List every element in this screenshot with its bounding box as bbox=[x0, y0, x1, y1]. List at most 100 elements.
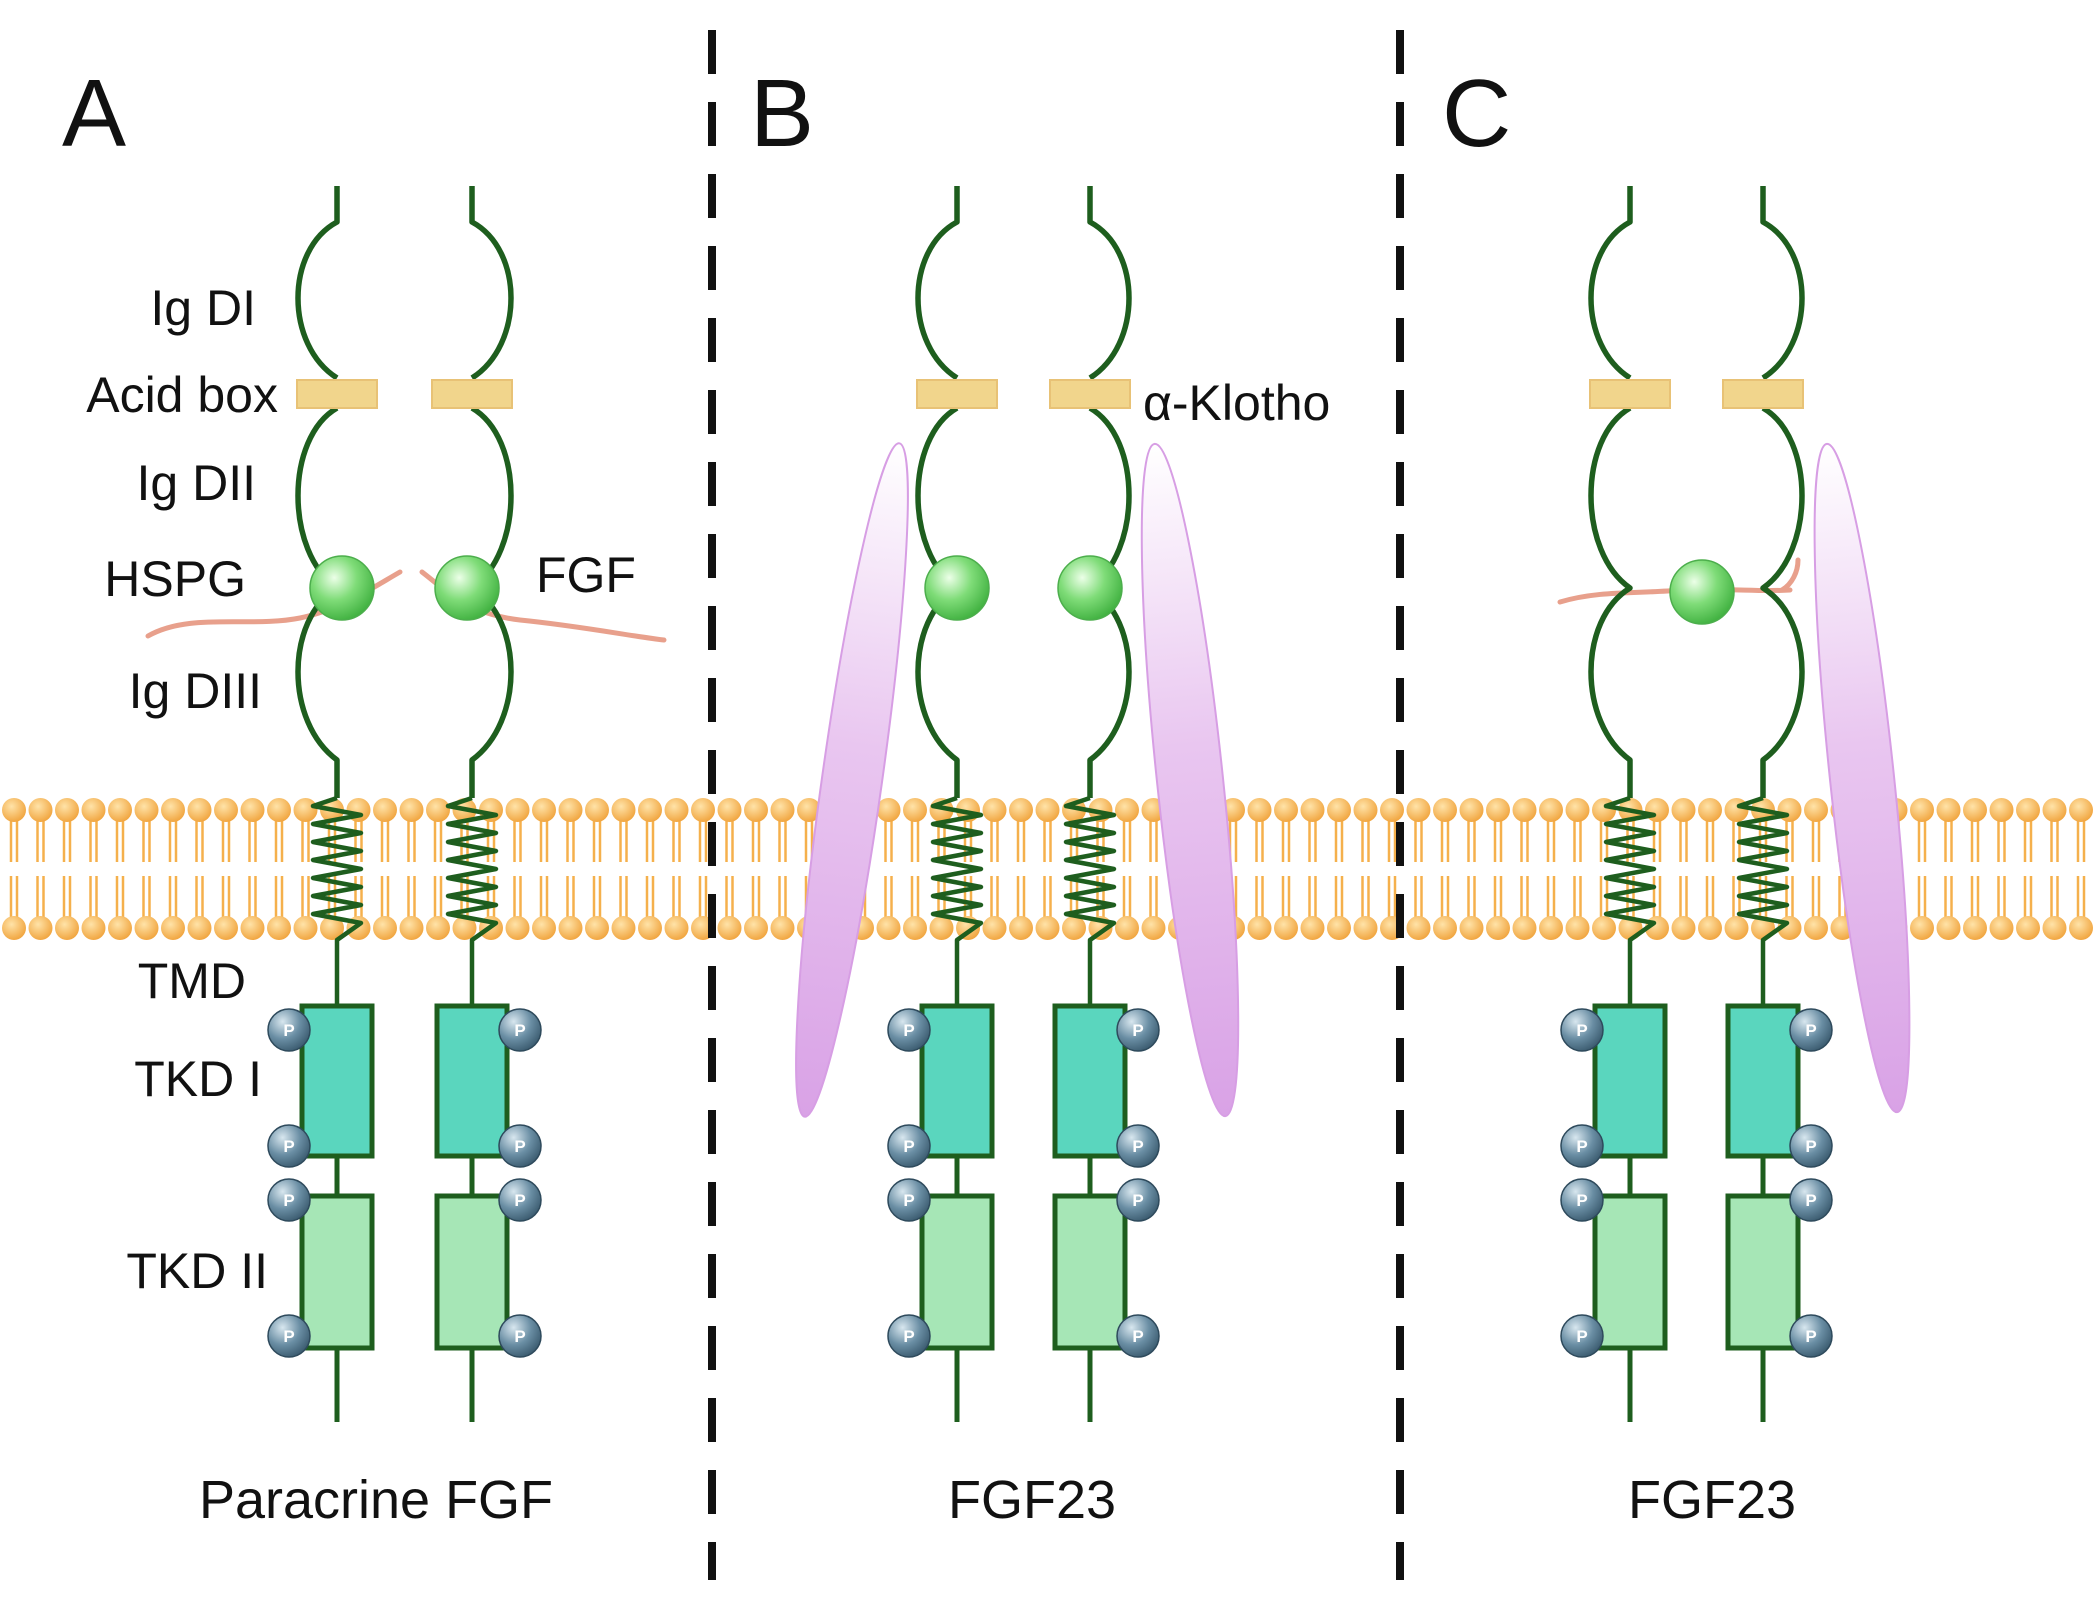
phospho-group: P bbox=[267, 1124, 311, 1168]
phosphate-ball bbox=[267, 1124, 311, 1168]
phospho-group: P bbox=[887, 1314, 931, 1358]
lipid-head bbox=[717, 916, 742, 940]
transmembrane-helix bbox=[310, 795, 364, 1006]
phosphate-ball bbox=[887, 1124, 931, 1168]
phosphate-letter: P bbox=[903, 1327, 914, 1346]
phosphate-ball bbox=[267, 1178, 311, 1222]
lipid-head bbox=[876, 916, 901, 940]
lipid-head bbox=[1247, 798, 1272, 822]
phosphate-letter: P bbox=[1805, 1327, 1816, 1346]
phospho-group: P bbox=[1789, 1124, 1833, 1168]
phosphate-letter: P bbox=[1132, 1137, 1143, 1156]
lipid-head bbox=[1724, 798, 1749, 822]
lipid-head bbox=[903, 798, 927, 822]
lipid-head bbox=[1353, 798, 1378, 822]
lipid-head bbox=[1009, 916, 1033, 940]
lipid-head bbox=[532, 916, 556, 940]
phospho-group: P bbox=[1560, 1008, 1604, 1052]
lipid-head bbox=[1274, 916, 1298, 940]
lipid-head bbox=[1486, 798, 1510, 822]
phosphate-letter: P bbox=[1576, 1021, 1587, 1040]
lipid-head bbox=[1433, 798, 1457, 822]
lipid-head bbox=[134, 798, 159, 822]
phosphate-ball bbox=[887, 1314, 931, 1358]
lipid-head bbox=[108, 798, 132, 822]
lipid-head bbox=[1009, 798, 1033, 822]
phosphate-letter: P bbox=[283, 1021, 294, 1040]
tkd2-box bbox=[919, 1193, 995, 1351]
lipid-head bbox=[55, 916, 79, 940]
acid-box bbox=[1589, 379, 1671, 409]
lipid-head bbox=[28, 798, 53, 822]
lipid-head bbox=[1406, 916, 1431, 940]
lipid-head bbox=[1910, 916, 1934, 940]
lipid-head bbox=[1300, 916, 1325, 940]
lipid-head bbox=[108, 916, 132, 940]
label-tkd1: TKD I bbox=[134, 1051, 262, 1107]
phospho-group: P bbox=[498, 1008, 542, 1052]
label-alpha-klotho: α-Klotho bbox=[1143, 375, 1330, 431]
receptor-ig-loops bbox=[469, 186, 514, 798]
lipid-head bbox=[532, 798, 556, 822]
fgf-ligand bbox=[1057, 555, 1123, 621]
lipid-head bbox=[161, 916, 185, 940]
lipid-head bbox=[161, 798, 185, 822]
transmembrane-helix bbox=[445, 795, 499, 1006]
phosphate-letter: P bbox=[1132, 1021, 1143, 1040]
receptor-ig-loops bbox=[295, 186, 340, 798]
acid-box bbox=[296, 379, 378, 409]
lipid-head bbox=[81, 916, 106, 940]
phosphate-ball bbox=[887, 1178, 931, 1222]
tkd1-box bbox=[1725, 1003, 1801, 1159]
lipid-head bbox=[2016, 798, 2040, 822]
phospho-group: P bbox=[267, 1008, 311, 1052]
lipid-head bbox=[240, 916, 265, 940]
lipid-head bbox=[1698, 916, 1722, 940]
lipid-head bbox=[585, 916, 609, 940]
lipid-head bbox=[1141, 916, 1166, 940]
phosphate-ball bbox=[1789, 1178, 1833, 1222]
receptor-ig-loops bbox=[1087, 186, 1132, 798]
lipid-head bbox=[1035, 916, 1060, 940]
label-acid-box: Acid box bbox=[86, 367, 278, 423]
tkd1-box bbox=[434, 1003, 510, 1159]
lipid-head bbox=[214, 916, 238, 940]
lipid-head bbox=[1035, 798, 1060, 822]
lipid-head bbox=[717, 798, 742, 822]
lipid-head bbox=[1936, 798, 1961, 822]
alpha-klotho-protein bbox=[1813, 442, 1911, 1114]
lipid-head bbox=[187, 916, 212, 940]
fgf-ligand-c bbox=[1669, 559, 1735, 625]
lipid-head bbox=[797, 798, 821, 822]
phosphate-ball bbox=[498, 1008, 542, 1052]
tkd1-box bbox=[1052, 1003, 1128, 1159]
phosphate-letter: P bbox=[283, 1137, 294, 1156]
phosphate-ball bbox=[1789, 1124, 1833, 1168]
phosphate-ball bbox=[267, 1314, 311, 1358]
phospho-group: P bbox=[1789, 1314, 1833, 1358]
phospho-group: P bbox=[1560, 1314, 1604, 1358]
lipid-head bbox=[1406, 798, 1431, 822]
phosphate-ball bbox=[1116, 1124, 1160, 1168]
lipid-head bbox=[1115, 798, 1139, 822]
lipid-head bbox=[1247, 916, 1272, 940]
label-fgf: FGF bbox=[536, 547, 636, 603]
lipid-head bbox=[1353, 916, 1378, 940]
phospho-group: P bbox=[1789, 1178, 1833, 1222]
phosphate-letter: P bbox=[1132, 1191, 1143, 1210]
caption-panel-b: FGF23 bbox=[948, 1470, 1116, 1530]
label-tkd2: TKD II bbox=[126, 1243, 268, 1299]
phosphate-letter: P bbox=[1805, 1021, 1816, 1040]
phospho-group: P bbox=[1116, 1124, 1160, 1168]
lipid-head bbox=[903, 916, 927, 940]
lipid-head bbox=[982, 916, 1007, 940]
panel-letter-a: A bbox=[62, 60, 126, 167]
lipid-head bbox=[1989, 916, 2014, 940]
lipid-head bbox=[399, 916, 424, 940]
lipid-head bbox=[1539, 798, 1563, 822]
tkd1-box bbox=[919, 1003, 995, 1159]
lipid-head bbox=[1989, 798, 2014, 822]
